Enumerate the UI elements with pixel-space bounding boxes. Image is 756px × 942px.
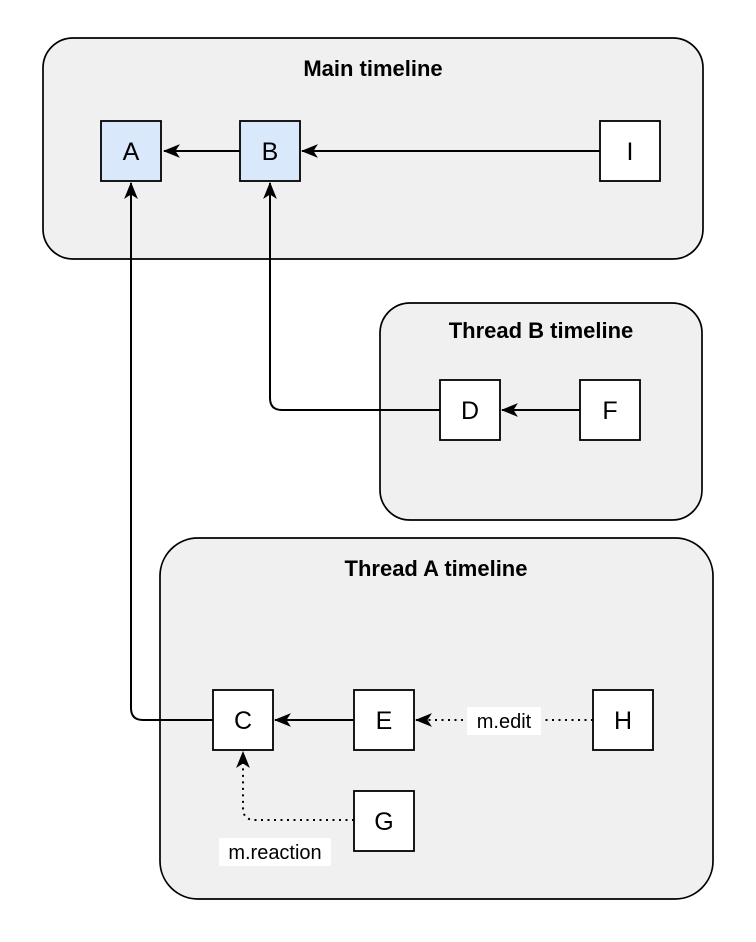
node-i: I (599, 120, 661, 182)
edge-label-m-reaction: m.reaction (219, 838, 331, 866)
edge-label-m-edit-background (467, 707, 541, 735)
node-e: E (353, 689, 415, 751)
node-g: G (353, 790, 415, 852)
node-i-box (599, 120, 661, 182)
node-c-label: C (234, 707, 252, 735)
node-e-label: E (376, 707, 393, 735)
edge-label-m-edit-text: m.edit (477, 711, 532, 733)
edge-c-to-a (124, 181, 213, 721)
edge-label-m-reaction-text: m.reaction (228, 842, 321, 864)
node-a: A (100, 120, 162, 182)
node-b-label: B (262, 138, 279, 166)
thread-a-timeline-panel (159, 537, 714, 900)
main-timeline-panel (42, 37, 704, 260)
node-f: F (579, 379, 641, 441)
edge-d-to-b (263, 181, 440, 411)
node-a-label: A (123, 138, 140, 166)
thread-b-timeline-title: Thread B timeline (449, 318, 634, 343)
node-h-box (592, 689, 654, 751)
edge-label-m-reaction-background (219, 838, 331, 866)
node-b-box (239, 120, 301, 182)
main-timeline-title: Main timeline (303, 56, 442, 81)
group-thread-b-timeline: Thread B timeline (379, 302, 703, 521)
node-i-label: I (627, 138, 634, 166)
node-c-box (212, 689, 274, 751)
node-h: H (592, 689, 654, 751)
group-thread-a-timeline: Thread A timeline (159, 537, 714, 900)
node-c: C (212, 689, 274, 751)
thread-b-timeline-panel (379, 302, 703, 521)
node-d-box (439, 379, 501, 441)
group-main-timeline: Main timeline (42, 37, 704, 260)
thread-a-timeline-title: Thread A timeline (345, 556, 528, 581)
node-h-label: H (614, 707, 632, 735)
node-f-label: F (602, 397, 617, 425)
node-e-box (353, 689, 415, 751)
node-g-label: G (374, 808, 393, 836)
node-d-label: D (461, 397, 479, 425)
node-f-box (579, 379, 641, 441)
node-a-box (100, 120, 162, 182)
edge-label-m-edit: m.edit (467, 707, 541, 735)
node-g-box (353, 790, 415, 852)
edge-g-to-c (236, 750, 354, 821)
node-b: B (239, 120, 301, 182)
node-d: D (439, 379, 501, 441)
